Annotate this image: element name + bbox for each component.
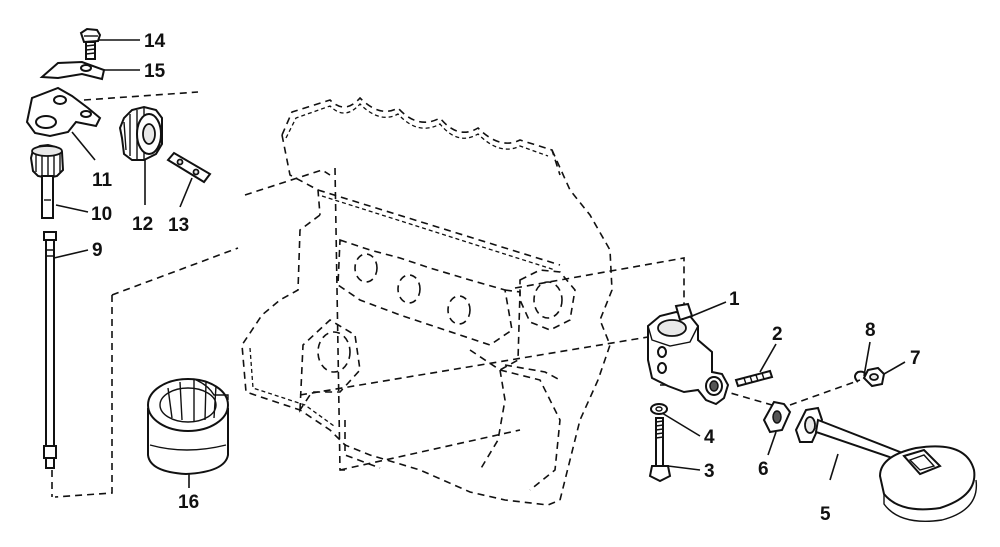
callout-8: 8 [865,320,876,341]
part-7-nut [862,366,886,388]
part-15-retainer-clip [39,60,106,81]
part-2-stud [734,369,774,388]
engine-block-outline [241,96,613,506]
part-5-pickup-tube [794,406,978,522]
part-6-gasket [762,400,792,434]
callout-15: 15 [144,61,166,82]
part-1-oil-pump [647,302,730,406]
callout-7: 7 [910,348,921,369]
callout-2: 2 [772,324,783,345]
callout-9: 9 [92,240,103,261]
callout-labels: 14 15 11 10 9 12 13 1 2 4 3 6 5 7 8 16 [91,31,921,525]
part-4-washer [650,403,668,415]
assembly-centerlines [47,91,861,498]
callout-13: 13 [168,215,189,236]
callout-6: 6 [758,459,769,480]
leader-lines [53,39,906,488]
part-12-drive-gear [118,105,163,161]
callout-14: 14 [144,31,166,52]
part-11-bracket [25,86,102,138]
callout-3: 3 [704,461,715,482]
callout-10: 10 [91,204,112,225]
part-3-bolt [648,417,672,483]
part-14-bolt [79,27,102,60]
part-13-key [166,151,212,184]
callout-16: 16 [178,492,199,513]
part-10-driven-gear [29,143,65,219]
callout-4: 4 [704,427,715,448]
callout-12: 12 [132,214,153,235]
part-9-shaft [43,231,57,469]
callout-11: 11 [92,170,113,191]
callout-1: 1 [729,289,740,310]
callout-5: 5 [820,504,831,525]
part-16-oil-filter [147,378,229,476]
